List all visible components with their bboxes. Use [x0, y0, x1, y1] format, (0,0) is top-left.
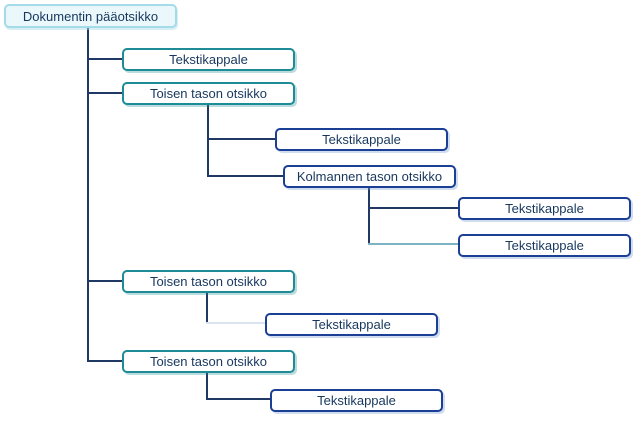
- node-heading2-2: Toisen tason otsikko: [122, 270, 295, 293]
- connector-line: [87, 58, 122, 60]
- node-label: Tekstikappale: [505, 238, 584, 253]
- node-label: Dokumentin pääotsikko: [22, 8, 159, 24]
- connector-line: [206, 293, 208, 324]
- node-heading2-3: Toisen tason otsikko: [122, 350, 295, 373]
- connector-line: [206, 398, 270, 400]
- connector-line: [87, 360, 122, 362]
- connector-line: [87, 92, 122, 94]
- node-label: Tekstikappale: [312, 317, 391, 332]
- connector-line: [368, 188, 370, 245]
- connector-line: [206, 322, 265, 324]
- node-label: Kolmannen tason otsikko: [296, 169, 443, 184]
- connector-line: [368, 207, 458, 209]
- node-label: Toisen tason otsikko: [149, 274, 268, 289]
- node-paragraph-3: Tekstikappale: [458, 197, 631, 220]
- node-label: Tekstikappale: [322, 132, 401, 147]
- connector-line: [368, 243, 458, 245]
- node-label: Tekstikappale: [317, 393, 396, 408]
- node-label: Toisen tason otsikko: [149, 354, 268, 369]
- node-heading3-1: Kolmannen tason otsikko: [283, 165, 456, 188]
- node-paragraph-4: Tekstikappale: [458, 234, 631, 257]
- connector-line: [207, 138, 275, 140]
- node-label: Toisen tason otsikko: [149, 86, 268, 101]
- node-paragraph-5: Tekstikappale: [265, 313, 438, 336]
- node-label: Tekstikappale: [505, 201, 584, 216]
- connector-line: [207, 105, 209, 177]
- node-paragraph-6: Tekstikappale: [270, 389, 443, 412]
- node-paragraph-2: Tekstikappale: [275, 128, 448, 151]
- connector-line: [87, 280, 122, 282]
- node-paragraph-1: Tekstikappale: [122, 48, 295, 71]
- node-label: Tekstikappale: [169, 52, 248, 67]
- connector-line: [87, 28, 89, 362]
- node-heading2-1: Toisen tason otsikko: [122, 82, 295, 105]
- node-document-title: Dokumentin pääotsikko: [4, 4, 177, 28]
- connector-line: [207, 175, 283, 177]
- connector-line: [206, 373, 208, 400]
